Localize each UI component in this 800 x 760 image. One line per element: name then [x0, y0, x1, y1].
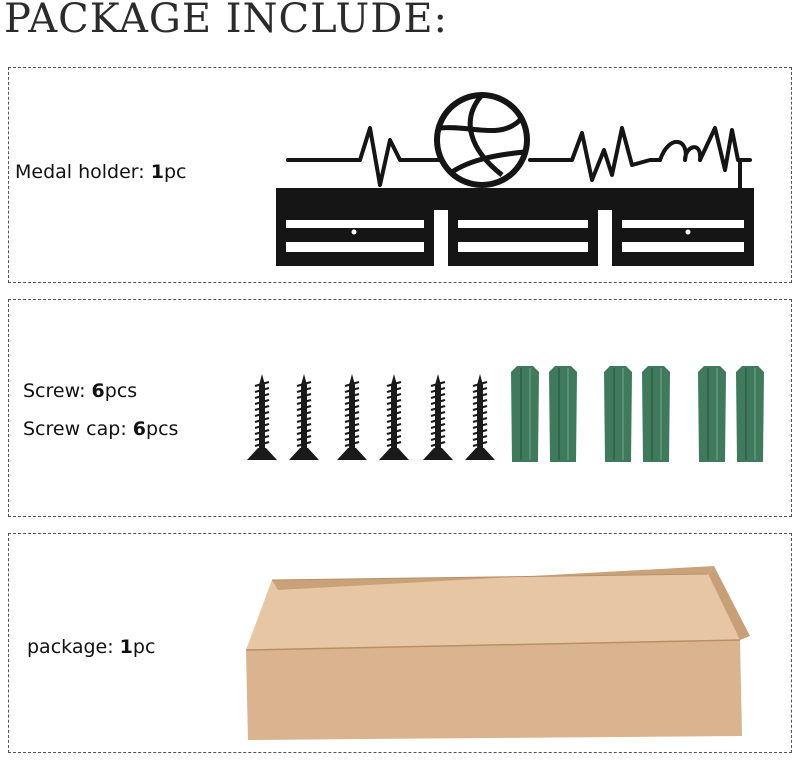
page-title: PACKAGE INCLUDE:: [4, 0, 448, 42]
anchor-icon: [511, 366, 539, 462]
item-qty: 6: [132, 418, 147, 440]
item-name: package:: [27, 636, 114, 658]
item-qty: 1: [150, 161, 164, 183]
anchor-icon: [642, 366, 670, 462]
item-unit: pcs: [104, 380, 138, 402]
screw-icon: [423, 374, 453, 460]
volleyball-icon: [434, 92, 530, 188]
item-name: Medal holder:: [15, 161, 145, 183]
item-package: package: 1pc: [27, 636, 155, 658]
panel-screws: [8, 299, 792, 517]
item-medal-holder: Medal holder: 1pc: [15, 161, 186, 183]
item-qty: 6: [91, 380, 105, 402]
item-qty: 1: [119, 636, 133, 658]
screw-icon: [247, 374, 277, 460]
item-unit: pc: [132, 636, 156, 658]
item-unit: pc: [163, 161, 187, 183]
screw-icon: [289, 374, 319, 460]
panel-medal-holder: [8, 67, 792, 283]
medal-holder-image: [276, 92, 754, 266]
screw-icon: [337, 374, 367, 460]
screw-icon: [379, 374, 409, 460]
anchor-icon: [698, 366, 726, 462]
item-name: Screw cap:: [23, 418, 127, 440]
anchor-icon: [549, 366, 577, 462]
item-name: Screw:: [23, 380, 86, 402]
screw-icon: [465, 374, 495, 460]
item-unit: pcs: [146, 418, 179, 440]
anchor-icon: [604, 366, 632, 462]
item-screw: Screw: 6pcs: [23, 380, 137, 402]
panel-package: [8, 533, 792, 753]
item-screw-cap: Screw cap: 6pcs: [23, 418, 178, 440]
heart-icon: [658, 139, 703, 162]
anchor-icon: [736, 366, 764, 462]
